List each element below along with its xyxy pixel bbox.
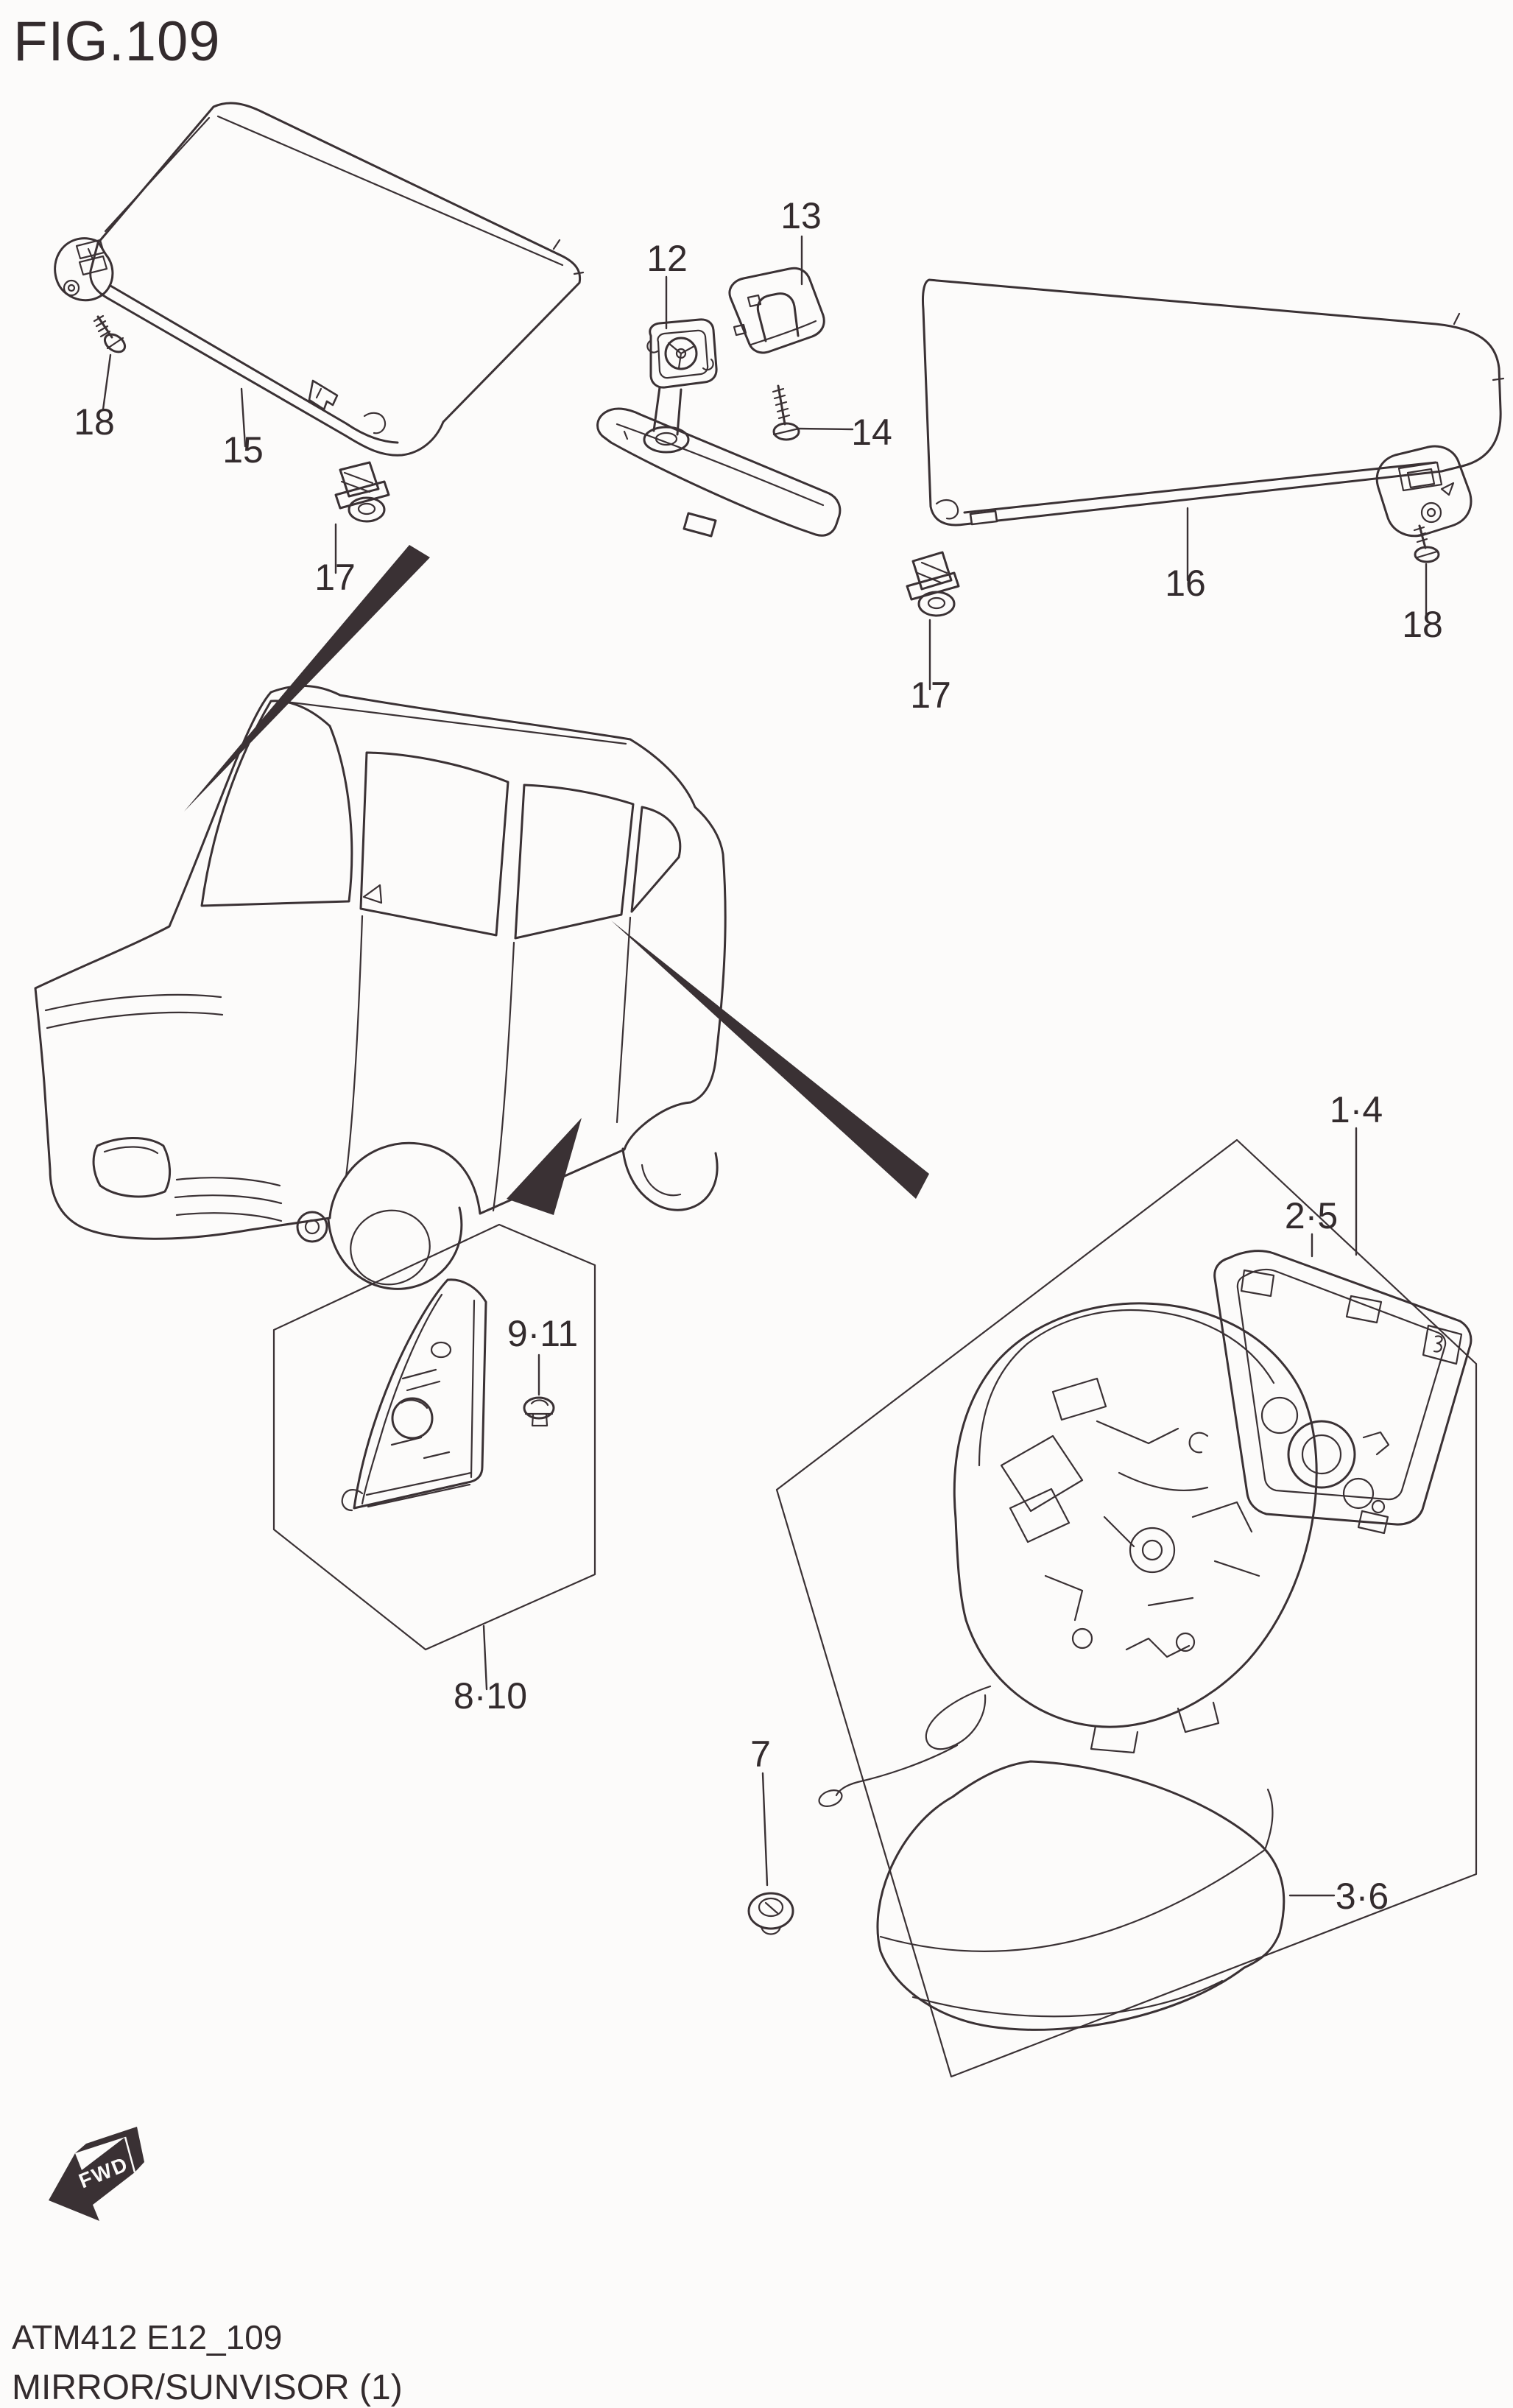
corner-garnish-box (272, 1223, 596, 1651)
callout-14: 14 (851, 412, 892, 453)
callout-15: 15 (222, 429, 264, 471)
footer-catalog-code: ATM412 E12_109 (12, 2318, 282, 2356)
callout-12: 12 (646, 238, 688, 279)
door-mirror-box (747, 1138, 1478, 2078)
right-visor-screw-drawing (1413, 524, 1440, 563)
wedge-to-garnish-box (507, 1118, 582, 1215)
wedge-to-windshield (184, 545, 430, 812)
mirror-cap-drawing (876, 1760, 1285, 2031)
callout-18-right: 18 (1402, 604, 1443, 645)
right-sunvisor-drawing (922, 278, 1505, 538)
callout-13: 13 (780, 195, 822, 236)
inner-mirror-screw-drawing (772, 384, 800, 441)
corner-garnish-drawing (341, 1278, 487, 1512)
callout-9-11: 9·11 (507, 1313, 578, 1354)
callout-1-4: 1·4 (1330, 1089, 1383, 1130)
figure-title: FIG.109 (13, 10, 221, 73)
door-mirror-grommet-drawing (747, 1892, 794, 1935)
pointer-wedges (184, 545, 929, 1215)
left-visor-clip-drawing (334, 461, 390, 523)
inner-mirror-body-drawing (596, 407, 842, 538)
callout-18-left: 18 (74, 401, 115, 443)
car-drawing (34, 685, 727, 1290)
callout-2-5: 2·5 (1285, 1195, 1338, 1236)
left-sunvisor-drawing (54, 102, 585, 457)
right-visor-clip-drawing (906, 551, 960, 617)
footer-section-name: MIRROR/SUNVISOR (1) (12, 2368, 403, 2407)
wedge-to-door-mirror-box (611, 920, 929, 1199)
callout-17-right: 17 (910, 675, 951, 716)
callout-labels: 18 15 17 12 13 14 17 16 18 1·4 2·5 9·11 … (74, 195, 1443, 1917)
left-visor-screw-drawing (93, 314, 127, 353)
callout-16: 16 (1165, 563, 1206, 604)
mirror-glass-plate-drawing (1188, 1250, 1473, 1535)
callout-7: 7 (750, 1733, 771, 1775)
callout-leader-lines (102, 235, 1428, 1897)
callout-17-left: 17 (314, 557, 356, 598)
door-mirror-housing-drawing (818, 1302, 1318, 1807)
callout-3-6: 3·6 (1336, 1876, 1389, 1917)
callout-8-10: 8·10 (454, 1675, 527, 1717)
inner-mirror-base-drawing (646, 318, 718, 436)
inner-mirror-cover-drawing (728, 267, 825, 354)
garnish-grommet-drawing (523, 1396, 555, 1427)
